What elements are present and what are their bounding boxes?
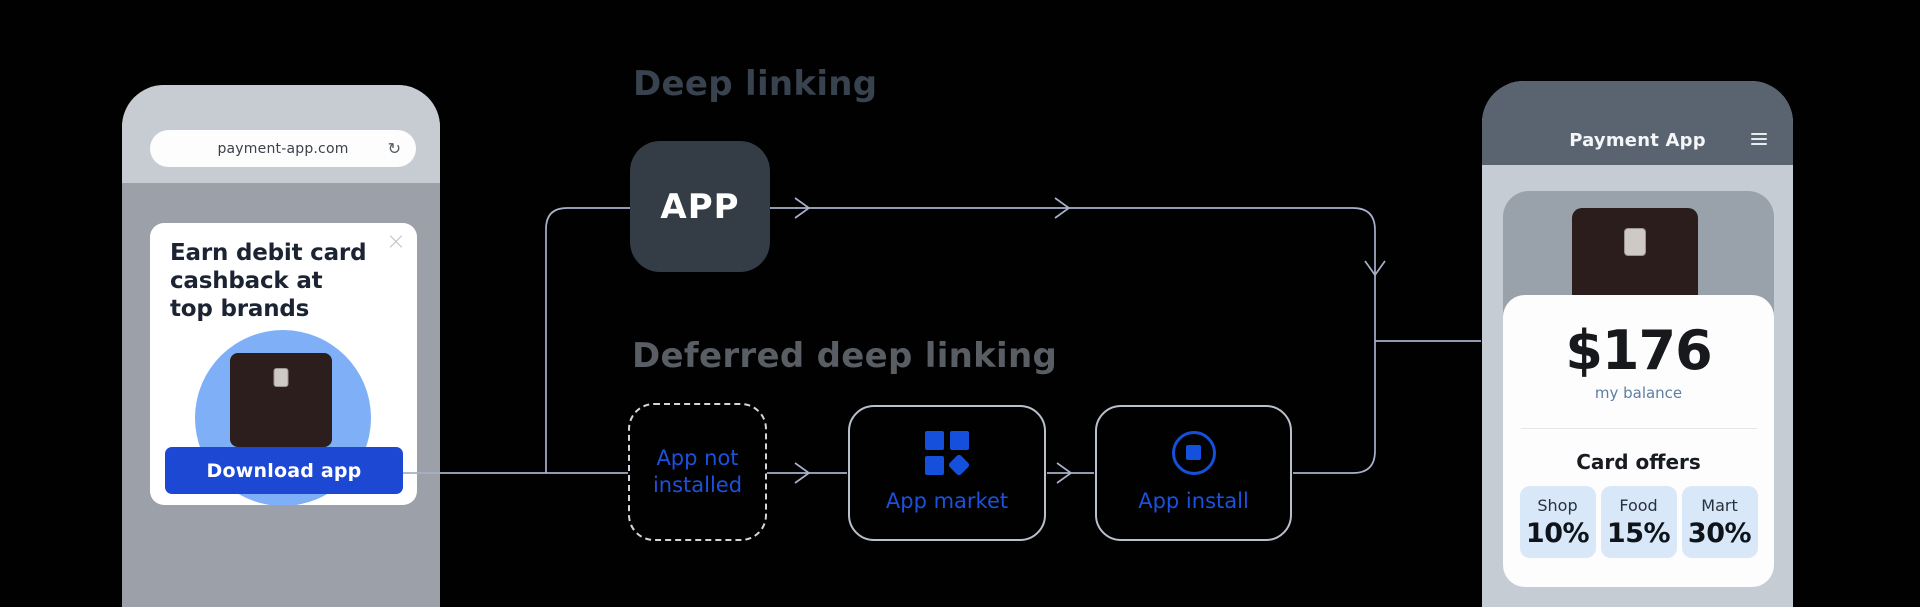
url-bar[interactable]: payment-app.com ↻ [150,130,416,167]
balance-amount: $176 [1565,319,1712,382]
offer-tile-mart[interactable]: Mart 30% [1681,486,1758,558]
browser-phone-mockup: payment-app.com ↻ × Earn debit card cash… [122,85,440,607]
offer-value: 15% [1606,517,1671,549]
app-install-node: App install [1095,405,1292,541]
app-not-installed-label: App not installed [652,445,743,497]
offer-label: Food [1619,495,1658,515]
offer-value: 10% [1525,517,1590,549]
app-market-label: App market [885,488,1009,513]
download-app-button[interactable]: Download app [165,447,403,494]
payment-app-phone-mockup: Payment App $176 my balance Card offers … [1482,81,1793,607]
app-market-node: App market [848,405,1046,541]
arrow-right-icon [1054,197,1071,219]
download-app-banner: × Earn debit card cashback at top brands… [150,223,417,505]
arrow-right-icon [794,462,811,484]
debit-card-image [230,353,332,447]
app-node-label: APP [660,186,740,227]
offer-label: Mart [1701,495,1738,515]
offer-value: 30% [1687,517,1752,549]
app-header-title: Payment App [1569,130,1706,151]
divider [1520,428,1757,429]
app-node: APP [630,141,770,272]
app-header: Payment App [1482,81,1793,165]
offers-row: Shop 10% Food 15% Mart 30% [1519,486,1758,558]
download-app-label: Download app [206,459,362,482]
arrow-right-icon [1056,462,1073,484]
browser-toolbar: payment-app.com ↻ [122,85,440,183]
banner-title: Earn debit card cashback at top brands [170,240,367,322]
balance-card: $176 my balance Card offers Shop 10% Foo… [1503,295,1774,587]
card-chip-icon [273,368,289,387]
app-market-grid-icon [925,430,971,477]
arrow-right-icon [794,197,811,219]
card-offers-title: Card offers [1576,450,1701,474]
app-not-installed-node: App not installed [628,403,767,541]
deferred-deep-linking-title: Deferred deep linking [632,336,1058,376]
app-install-label: App install [1138,488,1249,513]
offer-tile-shop[interactable]: Shop 10% [1519,486,1596,558]
reload-icon[interactable]: ↻ [387,138,401,158]
offer-tile-food[interactable]: Food 15% [1600,486,1677,558]
line-branch-up-to-app [545,207,630,473]
deep-linking-title: Deep linking [633,64,878,104]
card-chip-icon [1624,228,1646,256]
hamburger-menu-icon[interactable] [1751,133,1767,145]
url-text: payment-app.com [217,140,349,157]
close-icon[interactable]: × [385,227,406,255]
arrow-down-icon [1364,260,1386,277]
balance-caption: my balance [1594,384,1683,402]
app-install-icon [1171,430,1216,475]
offer-label: Shop [1537,495,1578,515]
